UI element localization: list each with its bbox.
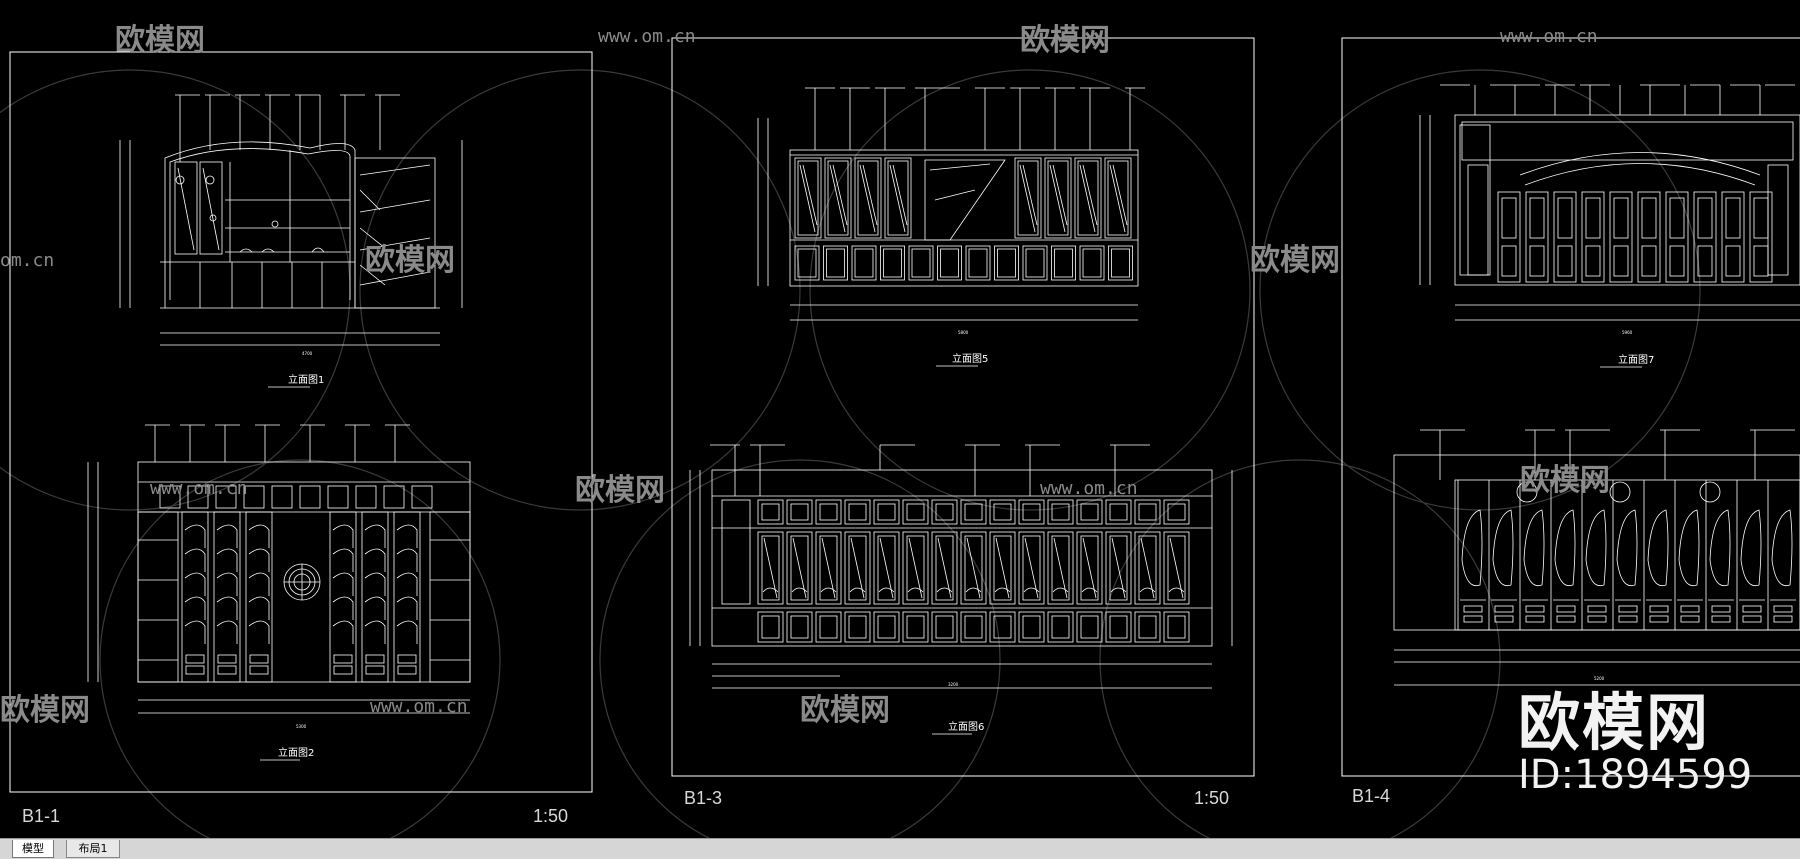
dim-total-2: 5300	[296, 724, 307, 729]
drawing-title-6: 立面图6	[948, 720, 984, 733]
watermark-id: ID:1894599	[1518, 752, 1753, 798]
elevation-drawing-6	[689, 444, 1233, 689]
svg-text:欧模网: 欧模网	[1250, 243, 1340, 278]
watermark-brand-large: 欧模网	[1518, 686, 1711, 759]
sheet-scale-1: 1:50	[533, 806, 569, 826]
elevation-drawing-1	[119, 94, 463, 346]
dim-total-6: 3200	[948, 682, 959, 687]
svg-text:欧模网: 欧模网	[115, 23, 205, 58]
svg-text:www.om.cn: www.om.cn	[1040, 478, 1138, 499]
svg-text:www.om.cn: www.om.cn	[370, 696, 468, 717]
tab-layout1[interactable]: 布局1	[66, 840, 120, 858]
elevation-drawing-5	[757, 87, 1145, 321]
sheet-frame-3	[671, 37, 1255, 777]
sheet-frame-1	[9, 51, 593, 793]
drawing-title-1: 立面图1	[288, 373, 324, 386]
dim-total-7: 5960	[1622, 330, 1633, 335]
sheet-label-4: B1-4	[1352, 786, 1391, 806]
svg-text:www.om.cn: www.om.cn	[150, 478, 248, 499]
tab-model[interactable]: 模型	[12, 840, 54, 858]
svg-text:om.cn: om.cn	[0, 250, 54, 271]
svg-text:欧模网: 欧模网	[365, 243, 455, 278]
sheet-scale-3: 1:50	[1194, 788, 1230, 808]
svg-text:欧模网: 欧模网	[1020, 23, 1110, 58]
drawing-title-2: 立面图2	[278, 746, 314, 759]
dim-total-8: 5200	[1594, 676, 1605, 681]
dim-total-5: 5800	[958, 330, 969, 335]
dim-total-1: 4700	[302, 351, 313, 356]
svg-text:欧模网: 欧模网	[800, 693, 890, 728]
drawing-title-7: 立面图7	[1618, 353, 1654, 366]
svg-text:欧模网: 欧模网	[1520, 463, 1610, 498]
svg-text:www.om.cn: www.om.cn	[1500, 26, 1598, 47]
watermark-logos: 欧模网 欧模网 欧模网 欧模网 欧模网 欧模网 欧模网 欧模网	[0, 23, 1610, 728]
sheet-label-3: B1-3	[684, 788, 723, 808]
sheet-label-1: B1-1	[22, 806, 61, 826]
sheet-frame-4	[1341, 37, 1800, 777]
drawing-title-5: 立面图5	[952, 352, 988, 365]
elevation-drawing-8	[1393, 429, 1800, 686]
elevation-drawing-2	[87, 424, 471, 714]
svg-text:欧模网: 欧模网	[0, 693, 90, 728]
elevation-drawing-7	[1419, 84, 1800, 321]
svg-text:www.om.cn: www.om.cn	[598, 26, 696, 47]
layout-tab-bar: 模型 布局1	[0, 838, 1800, 859]
cad-model-space[interactable]: 立面图1 4700 立面图2 5300	[0, 0, 1800, 838]
watermark-urls: www.om.cn www.om.cn om.cn www.om.cn www.…	[0, 26, 1598, 717]
svg-text:欧模网: 欧模网	[575, 473, 665, 508]
